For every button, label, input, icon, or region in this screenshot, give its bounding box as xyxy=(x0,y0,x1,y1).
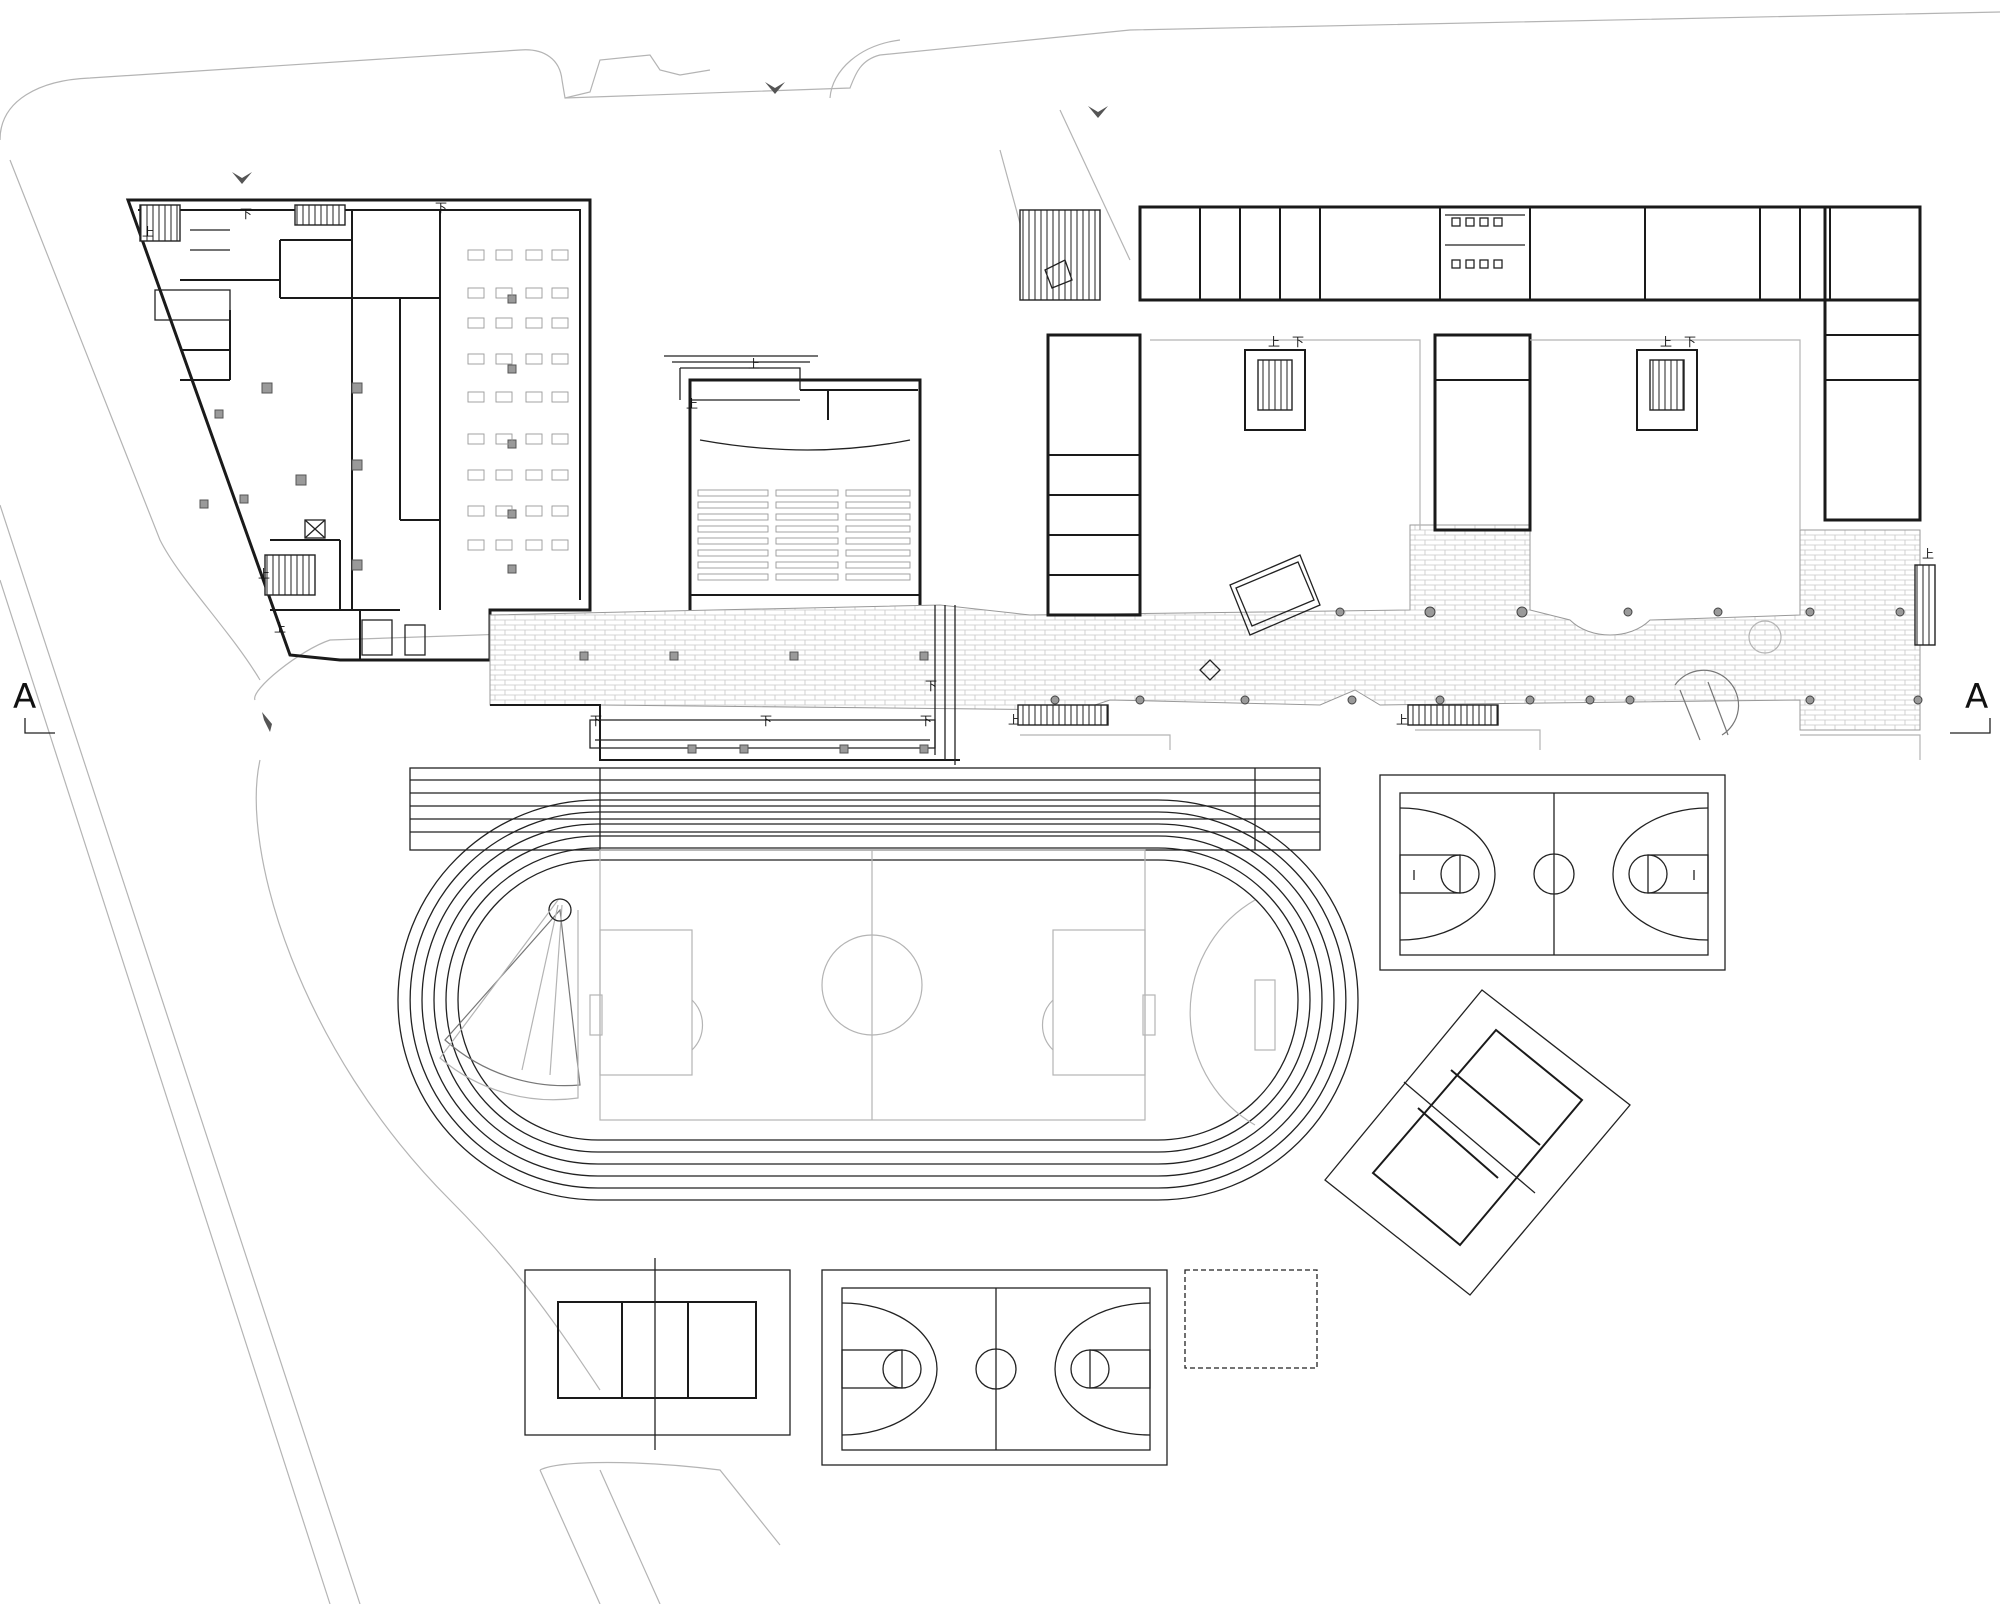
stair-note-down: 下 xyxy=(240,207,252,221)
west-building: 上 下 上 上 下 xyxy=(125,198,592,662)
entrance-arrow-icon xyxy=(1088,106,1108,118)
plaza-paving xyxy=(489,524,1923,741)
stair-note-down: 下 xyxy=(590,714,602,728)
reading-desks xyxy=(467,249,569,551)
reserved-court xyxy=(1184,1269,1318,1369)
stair-note-up: 上 xyxy=(258,567,270,581)
covered-walkway: 下 下 下 下 xyxy=(490,605,960,765)
classroom-block: 上 下 上 下 上 上 上 xyxy=(1008,205,1936,760)
auditorium-seating xyxy=(697,489,911,581)
basketball-court-south xyxy=(821,1269,1168,1466)
section-label: A xyxy=(13,677,36,717)
section-label: A xyxy=(1965,677,1988,717)
stair-note-up: 上 xyxy=(1922,547,1934,561)
stair-note-down: 下 xyxy=(1684,335,1696,349)
entrance-arrow-icon xyxy=(262,712,272,732)
stair-note-up: 上 xyxy=(1268,335,1280,349)
stair-note-up: 上 xyxy=(1008,713,1020,727)
football-field xyxy=(439,849,1276,1126)
volleyball-court-south xyxy=(524,1258,791,1450)
basketball-court-east xyxy=(1379,774,1726,971)
stair-note-up: 上 xyxy=(274,621,286,635)
stair-note-up: 上 xyxy=(142,225,154,239)
stair-note-up: 上 xyxy=(748,357,760,371)
stair-note-up: 上 xyxy=(1396,713,1408,727)
site-boundary xyxy=(0,11,2000,1604)
stair-note-down: 下 xyxy=(920,714,932,728)
section-mark-left: A xyxy=(13,677,55,734)
section-mark-icon xyxy=(1950,718,1991,734)
section-mark-icon xyxy=(24,718,55,734)
stair-note-down: 下 xyxy=(925,679,937,693)
tennis-court-rotated xyxy=(1324,989,1631,1296)
stair-note-down: 下 xyxy=(1292,335,1304,349)
toilet-block xyxy=(154,289,426,656)
entrance-markers xyxy=(232,82,1108,732)
stair-note-up: 上 xyxy=(686,397,698,411)
entrance-arrow-icon xyxy=(765,82,785,94)
running-track xyxy=(397,767,1359,1201)
stair-note-down: 下 xyxy=(760,714,772,728)
stair-note-up: 上 xyxy=(1660,335,1672,349)
entrance-arrow-icon xyxy=(232,172,252,184)
section-mark-right: A xyxy=(1950,677,1991,734)
stair-note-down: 下 xyxy=(435,201,447,215)
